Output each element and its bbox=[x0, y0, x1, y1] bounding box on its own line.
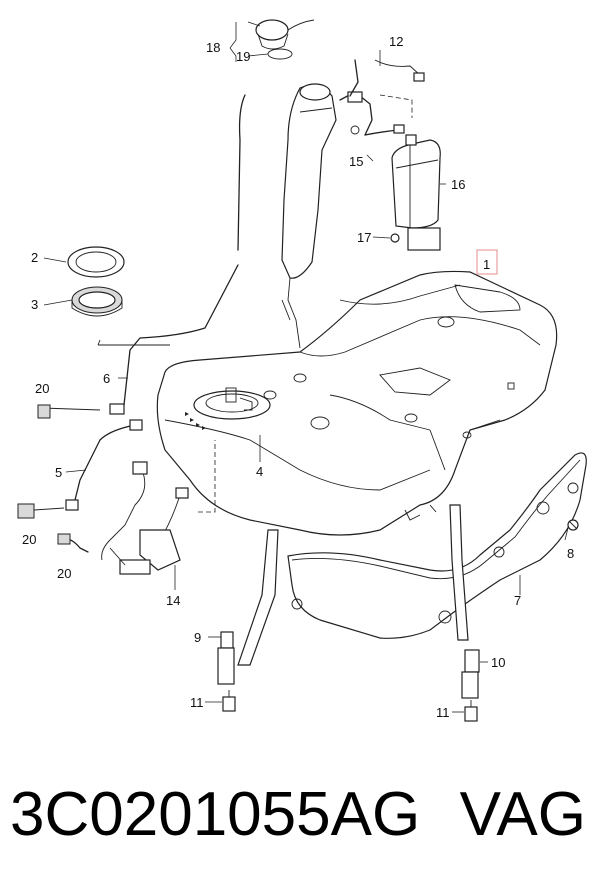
callout-1-box bbox=[476, 249, 498, 275]
part-number: 3C0201055AG bbox=[10, 780, 421, 849]
callouts: 1 2 3 4 5 6 7 8 9 10 11 11 12 14 15 16 1… bbox=[22, 34, 574, 720]
callout-10: 10 bbox=[491, 655, 505, 670]
callout-17: 17 bbox=[357, 230, 371, 245]
callout-18: 18 bbox=[206, 40, 220, 55]
callout-3: 3 bbox=[31, 297, 38, 312]
vent-lines bbox=[339, 59, 425, 136]
bolts bbox=[222, 519, 579, 722]
callout-12: 12 bbox=[389, 34, 403, 49]
callout-15: 15 bbox=[349, 154, 363, 169]
charcoal-canister bbox=[390, 134, 441, 251]
wiring-harness bbox=[101, 440, 216, 590]
caption-bar: 3C0201055AG VAG bbox=[0, 760, 600, 870]
callout-20-b: 20 bbox=[22, 532, 36, 547]
fuel-tank bbox=[156, 270, 558, 536]
callout-8: 8 bbox=[567, 546, 574, 561]
filler-neck bbox=[237, 19, 337, 349]
callout-20-c: 20 bbox=[57, 566, 71, 581]
callout-6: 6 bbox=[103, 371, 110, 386]
callout-20-a: 20 bbox=[35, 381, 49, 396]
callout-14: 14 bbox=[166, 593, 180, 608]
callout-5: 5 bbox=[55, 465, 62, 480]
callout-16: 16 bbox=[451, 177, 465, 192]
leader-lines bbox=[43, 21, 569, 713]
callout-11-right: 11 bbox=[436, 705, 450, 720]
fuel-lines bbox=[17, 264, 239, 553]
callout-9: 9 bbox=[194, 630, 201, 645]
callout-4: 4 bbox=[256, 464, 263, 479]
tank-straps bbox=[217, 504, 480, 699]
lock-ring-and-seal bbox=[67, 246, 125, 317]
callout-1: 1 bbox=[483, 257, 490, 272]
fuel-sender-unit bbox=[185, 387, 271, 462]
fuel-tank-exploded-diagram: 1 2 3 4 5 6 7 8 9 10 11 11 12 14 15 16 1… bbox=[17, 19, 587, 722]
callout-2: 2 bbox=[31, 250, 38, 265]
callout-19: 19 bbox=[236, 49, 250, 64]
callout-7: 7 bbox=[514, 593, 521, 608]
callout-11-left: 11 bbox=[190, 695, 204, 710]
brand-name: VAG bbox=[459, 780, 586, 849]
